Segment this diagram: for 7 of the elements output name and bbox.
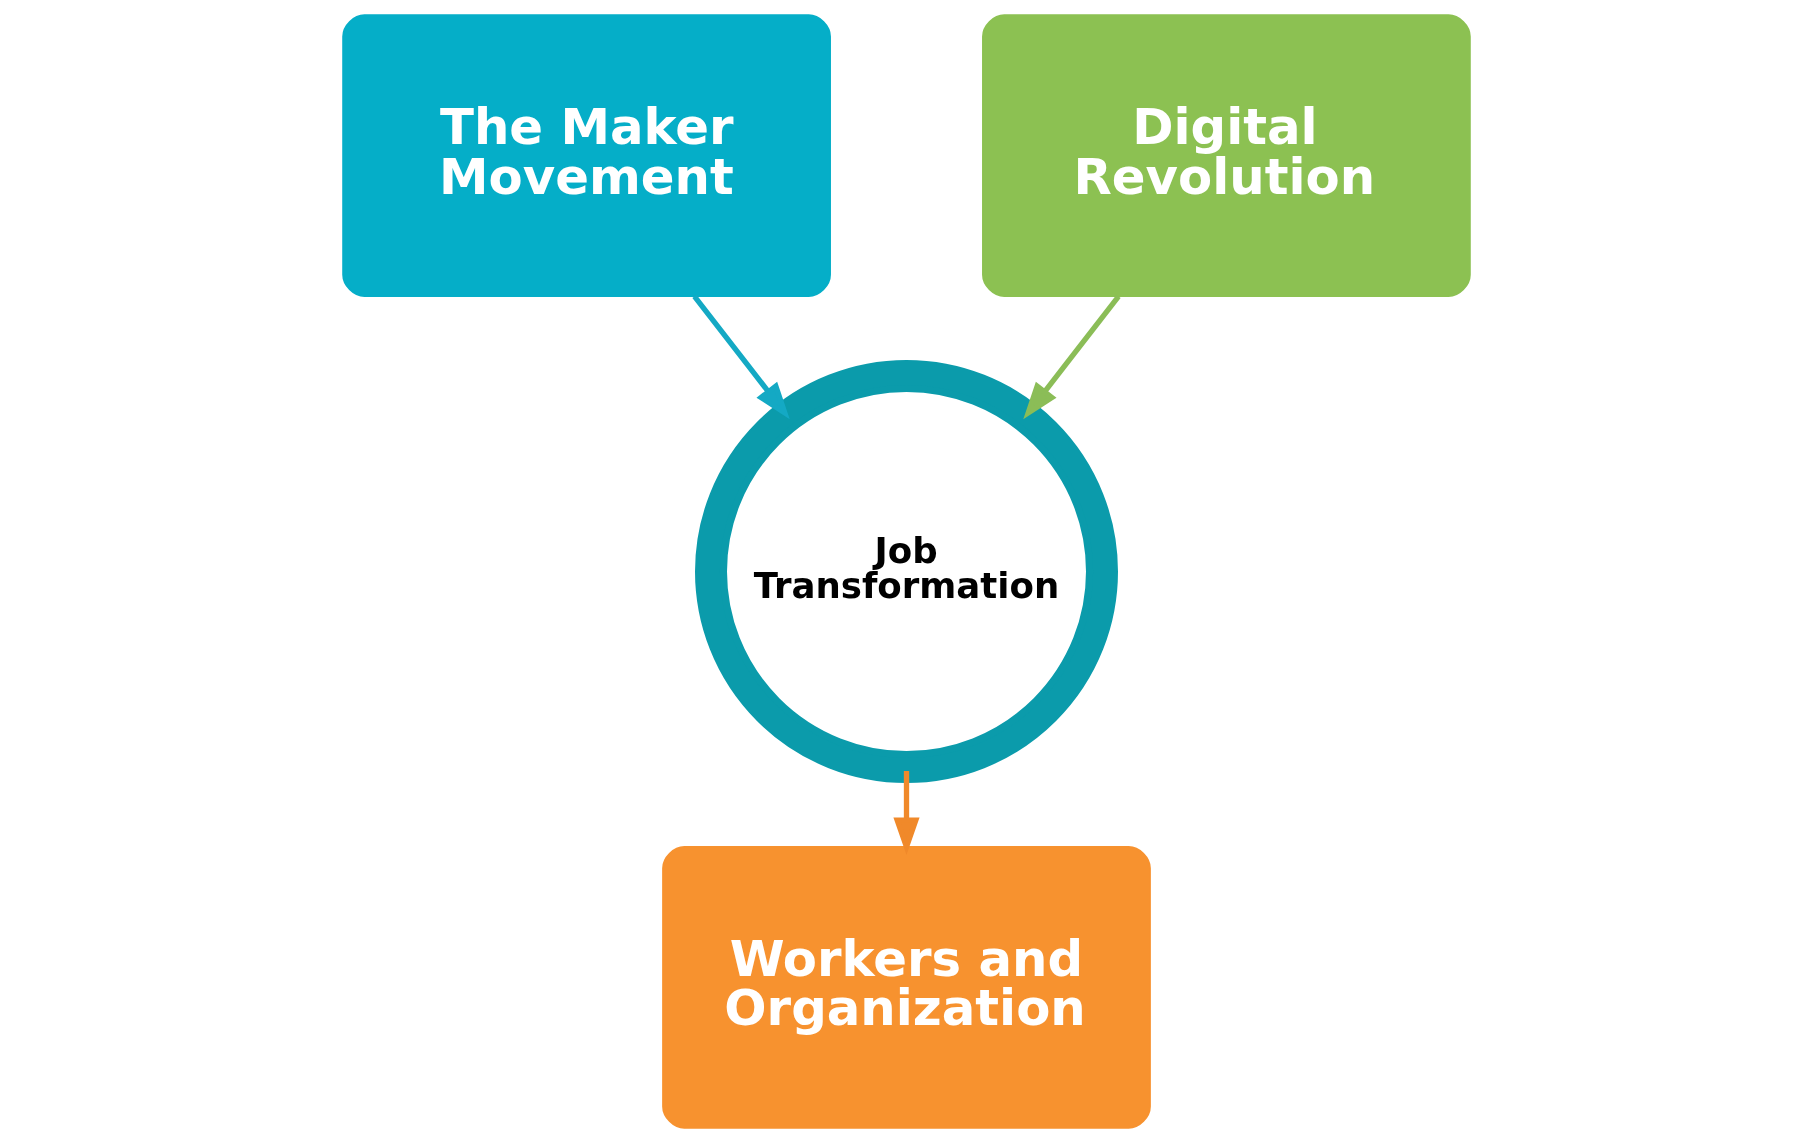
node-circle: Job Transformation xyxy=(694,360,1118,783)
arrow xyxy=(691,294,790,420)
node-box: Workers and Organization xyxy=(661,846,1151,1129)
arrow xyxy=(1022,294,1121,420)
arrow xyxy=(892,771,920,855)
node-box: Digital Revolution xyxy=(981,14,1471,297)
node-box: The Maker Movement xyxy=(341,14,831,297)
